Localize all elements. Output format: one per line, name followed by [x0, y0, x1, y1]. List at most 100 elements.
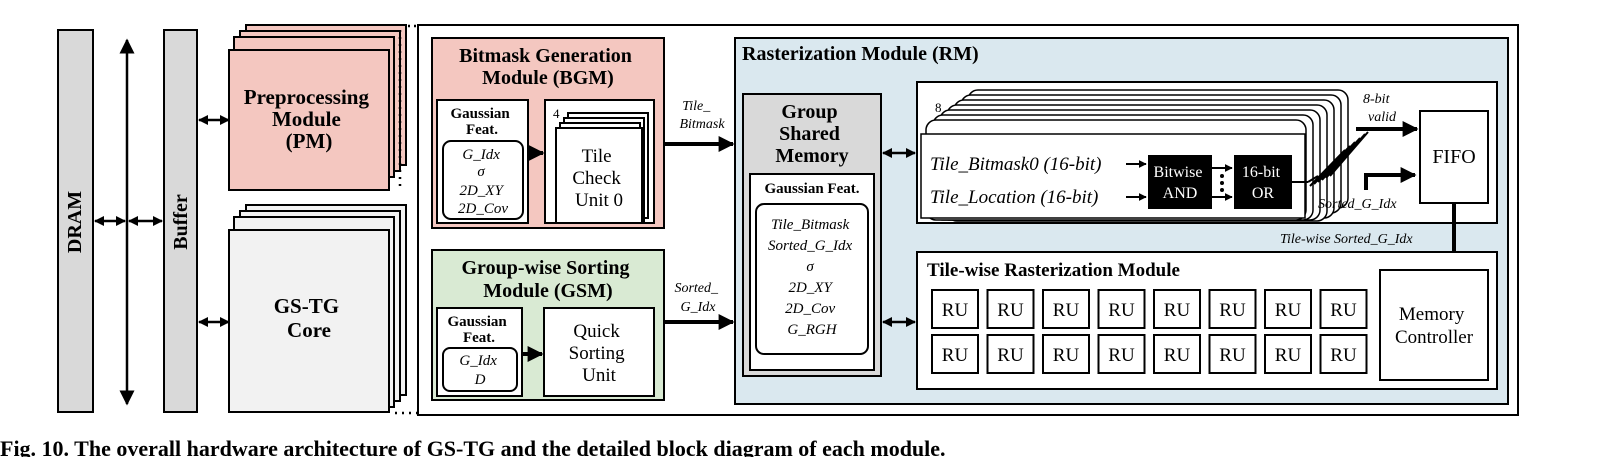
svg-text:Quick Sorting Unit: Quick Sorting Unit	[569, 321, 630, 386]
ru-label: RU	[1219, 345, 1246, 366]
svg-text:16-bit OR: 16-bit OR	[1242, 164, 1284, 202]
bitwise-input-2: Tile_Location (16-bit)	[930, 187, 1098, 208]
valid-label-2: valid	[1368, 110, 1397, 125]
ru-unit	[1208, 334, 1257, 374]
gsm-title-1: Group-wise Sorting	[462, 257, 630, 279]
ru-unit	[986, 334, 1035, 374]
bgm-feat-item-3: 2D_XY	[459, 183, 504, 199]
ru-unit	[1319, 289, 1368, 329]
or-gate-line-1: 16-bit	[1242, 164, 1281, 181]
bitwise-input-1: Tile_Bitmask0 (16-bit)	[930, 154, 1102, 175]
ru-label: RU	[1164, 345, 1191, 366]
gsm-feat-item-1: G_Idx	[459, 353, 497, 369]
ru-label: RU	[1053, 300, 1080, 321]
ru-unit	[1097, 289, 1146, 329]
gsmem-item-4: 2D_XY	[788, 280, 833, 296]
pm-line-3: (PM)	[286, 129, 333, 153]
trm-title: Tile-wise Rasterization Module	[927, 260, 1180, 281]
rm-title: Rasterization Module (RM)	[742, 43, 979, 65]
valid-output-lines	[1292, 131, 1369, 187]
svg-text:Tile_Bitmask Sorted_G_: Tile_Bitmask Sorted_G_Idx σ 2D_XY 2D_Cov…	[768, 217, 856, 338]
memory-controller	[1379, 269, 1489, 381]
sorted-label-1: Sorted_	[674, 281, 719, 296]
svg-text:Preprocessing Module: Preprocessing Module (PM)	[244, 85, 374, 153]
ru-label: RU	[942, 300, 969, 321]
bgm-feat-item-2: σ	[477, 164, 485, 180]
gstg-core-block: GS-TG Core	[228, 204, 407, 413]
gsm-feat-title-1: Gaussian	[448, 314, 508, 330]
ru-label: RU	[1219, 300, 1246, 321]
svg-text:Bitwise AND: Bitwise AND	[1154, 164, 1207, 202]
valid-label-1: 8-bit	[1363, 92, 1391, 107]
tile-wise-sorted-label: Tile-wise Sorted_G_Idx	[1280, 232, 1413, 247]
ru-label: RU	[1330, 300, 1357, 321]
ru-unit	[1264, 289, 1312, 329]
gsmem-item-1: Tile_Bitmask	[771, 217, 850, 233]
sorted-fifo-label: Sorted_G_Idx	[1318, 197, 1397, 212]
ru-label: RU	[1164, 300, 1191, 321]
sorted-label-2: G_Idx	[681, 300, 717, 315]
svg-text:8-bit valid: 8-bit valid	[1363, 92, 1397, 125]
svg-text:Memory Controller: Memory Controller	[1395, 304, 1474, 348]
sorted-fifo-arrow	[1364, 167, 1417, 190]
ru-unit	[931, 334, 979, 374]
svg-text:Group-wise Sorting Modul: Group-wise Sorting Module (GSM)	[462, 257, 635, 302]
ru-label: RU	[1108, 345, 1135, 366]
gsmem-item-2: Sorted_G_Idx	[768, 238, 852, 254]
gsmem-title-1: Group	[781, 101, 837, 123]
ru-label: RU	[1053, 345, 1080, 366]
gsmem-item-6: G_RGH	[787, 322, 837, 338]
bitwise-stack-count: 8	[935, 100, 942, 115]
bgm-title-2: Module (BGM)	[482, 67, 614, 89]
gsmem-item-5: 2D_Cov	[785, 301, 835, 317]
ru-unit	[1097, 334, 1146, 374]
ru-unit	[1208, 289, 1257, 329]
bgm-title-1: Bitmask Generation	[459, 45, 632, 67]
or-gate	[1234, 155, 1292, 209]
memctrl-line-1: Memory	[1399, 304, 1465, 325]
svg-text:Bitmask Generation Modul: Bitmask Generation Module (BGM)	[459, 45, 637, 89]
bgm-stack-count: 4	[553, 106, 560, 121]
bgm-feat-item-4: 2D_Cov	[458, 201, 508, 217]
figure-caption: Fig. 10. The overall hardware architectu…	[0, 436, 946, 457]
gsmem-title-3: Memory	[775, 145, 848, 167]
ru-unit	[1264, 334, 1312, 374]
memctrl-line-2: Controller	[1395, 327, 1474, 348]
and-gate-line-2: AND	[1163, 185, 1198, 202]
rm-block: Rasterization Module (RM) Group Shared M…	[734, 37, 1509, 405]
tile-check-line-2: Check	[572, 168, 621, 189]
dram-block: DRAM	[57, 29, 94, 413]
tile-bitmask-label-2: Bitmask	[679, 117, 725, 132]
buffer-label: Buffer	[170, 194, 192, 250]
svg-text:Gaussian Feat.: Gaussian Feat.	[451, 106, 514, 138]
ru-label: RU	[997, 300, 1024, 321]
gsm-block: Group-wise Sorting Module (GSM) Gaussian…	[431, 249, 665, 401]
gsm-title-2: Module (GSM)	[483, 280, 612, 302]
bgm-feat-title-2: Feat.	[466, 122, 498, 138]
svg-text:Tile_ Bitmask: Tile_ Bitmask	[679, 99, 725, 132]
svg-text:G_Idx σ 2D_XY: G_Idx σ 2D_XY 2D_Cov	[458, 147, 508, 217]
svg-text:Gaussian Feat.: Gaussian Feat.	[448, 314, 511, 346]
ru-label: RU	[1275, 300, 1302, 321]
ru-unit	[931, 289, 979, 329]
pm-block: Preprocessing Module (PM)	[228, 24, 407, 191]
svg-text:Sorted_ G_Idx: Sorted_ G_Idx	[674, 281, 721, 315]
svg-text:G_Idx D: G_Idx D	[459, 353, 500, 388]
group-shared-memory: Group Shared Memory Gaussian Feat. Tile_…	[742, 93, 882, 377]
tile-bitmask-label-1: Tile_	[682, 99, 711, 114]
ru-unit	[1153, 334, 1201, 374]
quick-sort-line-2: Sorting	[569, 343, 625, 364]
dram-label: DRAM	[64, 191, 86, 253]
ru-label: RU	[997, 345, 1024, 366]
ru-label: RU	[1275, 345, 1302, 366]
fifo-block	[1419, 110, 1489, 204]
bgm-feat-title-1: Gaussian	[451, 106, 511, 122]
and-gate	[1148, 155, 1212, 209]
tile-check-line-1: Tile	[582, 146, 612, 167]
ru-label: RU	[942, 345, 969, 366]
pm-line-2: Module	[272, 107, 341, 131]
gsmem-title-2: Shared	[779, 123, 840, 145]
svg-text:GS-TG Core: GS-TG Core	[274, 294, 345, 342]
